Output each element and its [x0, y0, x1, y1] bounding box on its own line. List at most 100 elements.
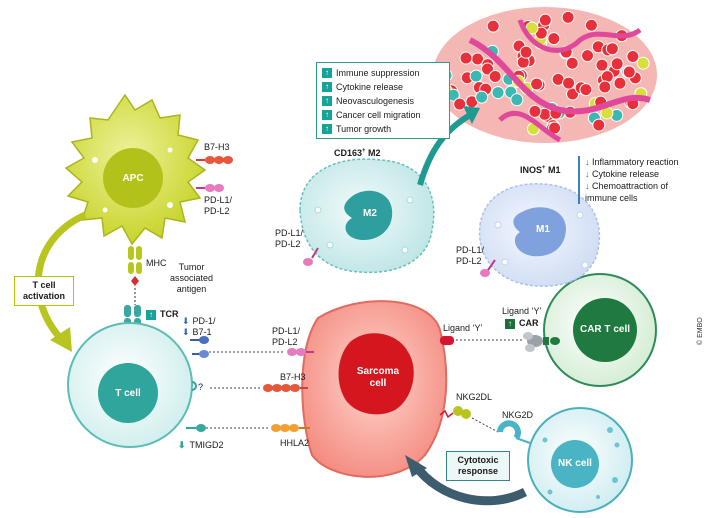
m1-effect-text: Cytokine release — [592, 169, 660, 179]
m1-effect-item: ↓ Chemoattraction of immune cells — [585, 180, 679, 204]
tumor-cell — [459, 51, 473, 65]
inos-text: INOS — [520, 165, 543, 175]
m2-label: M2 — [363, 208, 377, 219]
down-arrow-icon: ↓ — [585, 157, 593, 167]
tmigd2-text: TMIGD2 — [189, 440, 224, 450]
ligand-y-car-label: Ligand ‘Y’ — [502, 306, 542, 316]
tumor-cell — [592, 118, 606, 132]
tumor-cell — [581, 49, 595, 63]
cd163-text: CD163 — [334, 148, 363, 158]
nkg2d-label: NKG2D — [502, 410, 534, 420]
tcr-label: ↑TCR — [146, 309, 179, 320]
ligand-y-sarcoma-label: Ligand ‘Y’ — [443, 323, 483, 333]
pdl-apc-label: PD-L1/ PD-L2 — [204, 195, 233, 216]
nkg2dl-label: NKG2DL — [456, 392, 493, 402]
tcr-text: TCR — [160, 309, 179, 319]
b7h3-sarcoma-label: B7-H3 — [280, 372, 306, 382]
tumor-cell — [584, 18, 598, 32]
tumor-cell — [562, 76, 576, 90]
m2-effect-item: ↑ Neovasculogenesis — [322, 94, 444, 108]
tumor-cell — [579, 83, 593, 97]
tumor-cell — [598, 80, 612, 94]
tumor-cell — [453, 97, 467, 111]
tumor-cell — [538, 13, 552, 27]
tumor-cell — [626, 50, 640, 64]
tumor-cell — [510, 93, 524, 107]
tumor-mass — [433, 7, 657, 143]
down-arrow-icon: ↓ — [585, 169, 593, 179]
hhla2-label: HHLA2 — [280, 438, 310, 448]
nkg2dl-ligand — [439, 406, 499, 433]
tmigd2-receptor — [186, 424, 270, 432]
t-cell-label: T cell — [115, 388, 141, 399]
m1-effects-list: ↓ Inflammatory reaction ↓ Cytokine relea… — [578, 156, 679, 204]
tumor-cell — [622, 65, 636, 79]
tumor-cell — [469, 69, 483, 83]
cytotoxic-response-box: Cytotoxic response — [446, 451, 510, 481]
tumor-cell — [519, 45, 533, 59]
activation-arrow — [34, 211, 87, 343]
cd163-m2-title: CD163+ M2 — [334, 146, 381, 159]
up-arrow-icon: ↑ — [322, 82, 332, 92]
tumor-cell — [610, 57, 624, 71]
tumor-cell — [486, 19, 500, 33]
m2-macrophage — [299, 158, 435, 274]
down-arrow-icon: ↓ — [585, 181, 593, 191]
hhla2-ligand — [271, 424, 310, 432]
pd1-b71-label: ⬇⬇ PD-1/ B7-1 — [182, 316, 216, 338]
b7h3-apc-label: B7-H3 — [204, 142, 230, 152]
m2-effect-item: ↑Tumor growth — [322, 122, 444, 136]
m2-effect-text: Neovasculogenesis — [336, 96, 415, 106]
m1-effect-text: Inflammatory reaction — [592, 157, 679, 167]
pd1-b71-text: PD-1/ B7-1 — [192, 316, 216, 337]
b7h3-apc-receptor — [196, 156, 233, 164]
m2-effects-box: ↑ Immune suppression ↑ Cytokine release ↑ N… — [316, 62, 450, 139]
nk-label: NK cell — [558, 458, 592, 469]
m2-effect-item: ↑ Cytokine release — [322, 80, 444, 94]
question-label: ? — [198, 382, 204, 392]
pdl-apc-receptor — [196, 184, 224, 192]
pdl-m1-label: PD-L1/ PD-L2 — [456, 245, 485, 266]
tumor-cell — [530, 77, 544, 91]
m1-effect-item: ↓ Inflammatory reaction — [585, 156, 679, 168]
m1-label: M1 — [536, 224, 550, 235]
down-arrow-icon: ⬇ — [182, 316, 190, 326]
nk-cell — [497, 407, 633, 513]
sarcoma-label: Sarcoma cell — [356, 366, 400, 389]
up-arrow-icon: ↑ — [322, 96, 332, 106]
inos-superscript: + — [542, 165, 546, 171]
m1-effect-text: Chemoattraction of immune cells — [585, 181, 669, 203]
car-t-label: CAR T cell — [579, 324, 630, 335]
car-t-cell — [523, 273, 657, 387]
t-cell-activation-box: T cell activation — [14, 276, 74, 306]
b7h3-sarcoma-ligand — [263, 384, 308, 392]
car-label: ↑CAR — [505, 318, 539, 329]
tumor-antigen-label: Tumor associated antigen — [170, 262, 214, 294]
tmigd2-label: ⬇TMIGD2 — [178, 440, 224, 451]
inos-m1-title: INOS+ M1 — [520, 163, 561, 176]
tumor-cell — [528, 104, 542, 118]
tumor-cell — [613, 76, 627, 90]
tumor-cell — [475, 90, 489, 104]
car-text: CAR — [519, 318, 539, 328]
apc-cell — [64, 93, 207, 246]
m2-effect-item: ↑Cancer cell migration — [322, 108, 444, 122]
up-arrow-icon: ↑ — [322, 68, 332, 78]
down-arrow-icon: ⬇ — [178, 440, 186, 450]
sarcoma-cell — [301, 300, 448, 478]
pd1-receptor — [190, 336, 285, 358]
tumor-cell — [491, 86, 505, 100]
m2-effect-text: Cytokine release — [336, 82, 404, 92]
m2-effect-text: Cancer cell migration — [336, 110, 421, 120]
tumor-cell — [561, 10, 575, 24]
m2-effect-text: Immune suppression — [336, 68, 420, 78]
copyright-label: © EMBO — [697, 317, 704, 345]
down-arrow-icon: ⬇ — [182, 327, 190, 337]
apc-label: APC — [122, 173, 144, 184]
tumor-cell — [595, 58, 609, 72]
m1-effect-item: ↓ Cytokine release — [585, 168, 679, 180]
tumor-cell — [605, 42, 619, 56]
t-cell — [67, 322, 193, 448]
m2-effect-item: ↑ Immune suppression — [322, 66, 444, 80]
